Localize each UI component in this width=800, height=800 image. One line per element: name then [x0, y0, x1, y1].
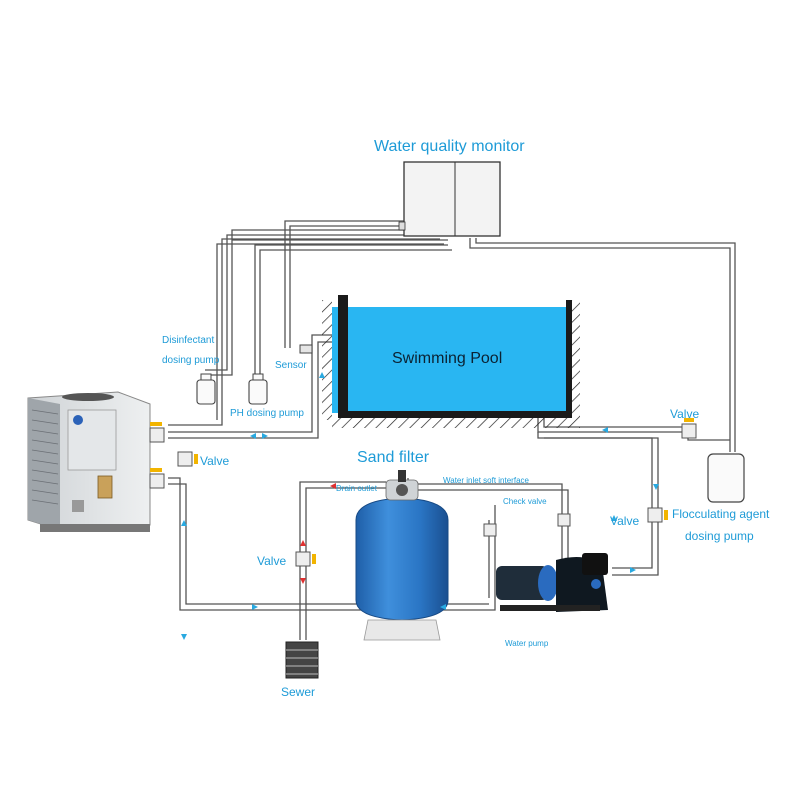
valve-right-vertical — [647, 507, 668, 523]
flocculating-dosing-tank — [707, 453, 745, 503]
label-water-pump: Water pump — [505, 639, 549, 648]
flow-arrows — [181, 372, 659, 640]
label-valve-left: Valve — [200, 454, 230, 468]
disinfectant-dosing-tank — [196, 373, 216, 405]
label-disinfectant-line1: Disinfectant — [162, 335, 215, 346]
valve-drain — [295, 551, 316, 567]
drain-flow-arrows — [300, 483, 336, 584]
water-quality-monitor — [398, 161, 501, 237]
valve-heat-pump-lower — [149, 468, 165, 489]
label-sewer: Sewer — [281, 685, 316, 699]
check-valve — [483, 523, 497, 537]
valve-heat-pump-upper — [149, 422, 165, 443]
label-sensor: Sensor — [275, 360, 307, 371]
sewer-grate — [285, 641, 319, 679]
label-swimming-pool: Swimming Pool — [392, 350, 503, 367]
water-pump — [496, 553, 608, 612]
label-valve-right: Valve — [610, 514, 640, 528]
label-valve-drain: Valve — [257, 554, 287, 568]
sensor-block — [299, 344, 313, 354]
pipe-network — [168, 220, 736, 640]
label-flocculating-line1: Flocculating agent — [672, 507, 770, 521]
valve-top-right — [681, 418, 697, 439]
label-check-valve: Check valve — [503, 497, 547, 506]
heat-pump-unit — [27, 391, 151, 532]
sand-filter-tank — [355, 470, 449, 641]
label-valve-top-right: Valve — [670, 407, 700, 421]
valves — [149, 418, 697, 567]
label-water-quality-monitor: Water quality monitor — [374, 138, 525, 155]
label-sand-filter: Sand filter — [357, 449, 430, 466]
label-ph-dosing-pump: PH dosing pump — [230, 408, 304, 419]
label-water-inlet-soft-interface: Water inlet soft interface — [443, 476, 529, 485]
label-disinfectant-line2: dosing pump — [162, 355, 220, 366]
swimming-pool — [322, 295, 580, 428]
label-drain-outlet: Drain outlet — [336, 484, 377, 493]
ph-dosing-tank — [248, 373, 268, 405]
valve-filter-right — [557, 513, 571, 527]
valve-left-vertical — [177, 451, 198, 467]
label-flocculating-line2: dosing pump — [685, 529, 754, 543]
